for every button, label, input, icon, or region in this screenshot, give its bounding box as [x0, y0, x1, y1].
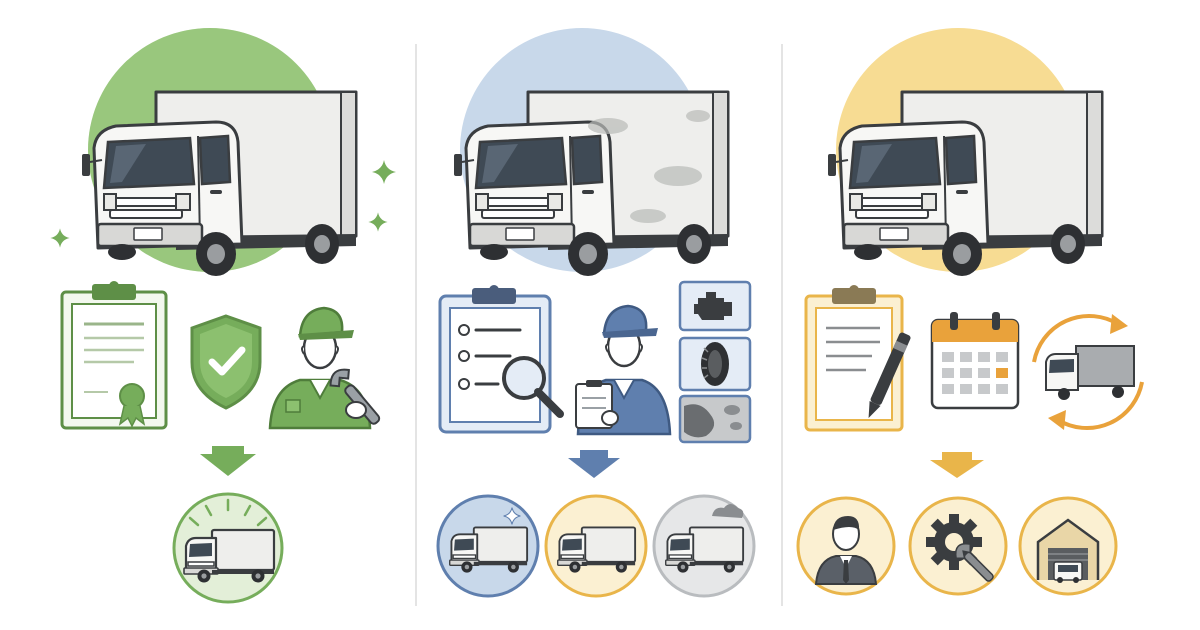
mechanic-green-icon [268, 306, 381, 430]
checklist-magnifier-icon [438, 285, 564, 434]
shield-check-icon [190, 314, 262, 410]
clipboard-pen-icon [804, 285, 911, 432]
box-truck-worn-icon [452, 90, 730, 278]
rust-icon [678, 394, 752, 444]
panel-green [50, 28, 396, 604]
standard-truck-icon [544, 494, 648, 598]
smoke-truck-icon [652, 494, 756, 598]
panel-yellow [796, 28, 1144, 596]
down-arrow-blue-icon [568, 458, 620, 478]
cycle-truck-icon [1032, 313, 1144, 431]
gear-wrench-icon [908, 496, 1008, 596]
clipboard-certificate-icon [60, 281, 168, 430]
garage-truck-icon [1018, 496, 1118, 596]
businessman-icon [796, 496, 896, 596]
sparkle-truck-icon [436, 494, 540, 598]
shiny-truck-icon [172, 492, 284, 604]
calendar-icon [930, 312, 1020, 410]
down-arrow-yellow-icon [930, 460, 984, 478]
inspector-blue-icon [575, 304, 672, 436]
down-arrow-green-icon [200, 454, 256, 476]
engine-icon [678, 280, 752, 332]
tire-icon [678, 336, 752, 392]
panel-blue [436, 28, 756, 598]
